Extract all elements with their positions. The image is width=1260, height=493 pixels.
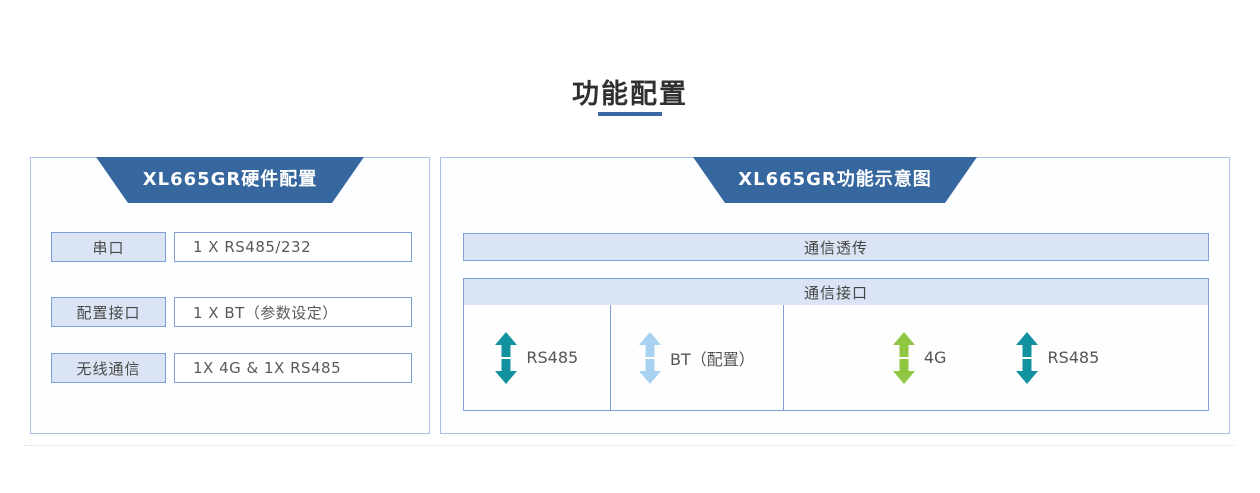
hardware-config-panel: XL665GR硬件配置 串口 1 X RS485/232 配置接口 1 X BT…: [30, 157, 430, 434]
iface-group-rs485: RS485: [1016, 331, 1100, 384]
double-vertical-arrow-icon: [638, 331, 661, 384]
page-title: 功能配置: [572, 79, 688, 110]
function-diagram-panel-header: XL665GR功能示意图: [693, 157, 977, 203]
spec-value-serial: 1 X RS485/232: [174, 232, 412, 262]
iface-label-4g: 4G: [923, 348, 947, 367]
iface-group-4g: 4G: [892, 331, 947, 384]
double-vertical-arrow-icon: [1016, 331, 1039, 384]
double-vertical-arrow-icon: [892, 331, 915, 384]
comm-interface-table: RS485 BT（配置）: [463, 305, 1209, 411]
iface-cell-rs485: RS485: [464, 305, 610, 410]
hardware-config-panel-header: XL665GR硬件配置: [96, 157, 364, 203]
iface-cell-wireless: 4G RS485: [783, 305, 1208, 410]
iface-label-rs485: RS485: [526, 348, 579, 367]
bottom-divider: [24, 445, 1236, 446]
spec-value-config-interface: 1 X BT（参数设定）: [174, 297, 412, 327]
spec-label-serial: 串口: [51, 232, 166, 262]
iface-label-rs485-2: RS485: [1047, 348, 1100, 367]
transparent-transmission-bar: 通信透传: [463, 233, 1209, 261]
spec-label-config-interface: 配置接口: [51, 297, 166, 327]
title-underline: [598, 112, 662, 116]
function-diagram-panel: XL665GR功能示意图 通信透传 通信接口 RS485: [440, 157, 1230, 434]
spec-label-wireless: 无线通信: [51, 353, 166, 383]
double-vertical-arrow-icon: [495, 331, 518, 384]
iface-label-bt: BT（配置）: [669, 349, 755, 369]
comm-interface-header-bar: 通信接口: [463, 278, 1209, 306]
spec-value-wireless: 1X 4G & 1X RS485: [174, 353, 412, 383]
iface-cell-bt: BT（配置）: [609, 305, 784, 410]
